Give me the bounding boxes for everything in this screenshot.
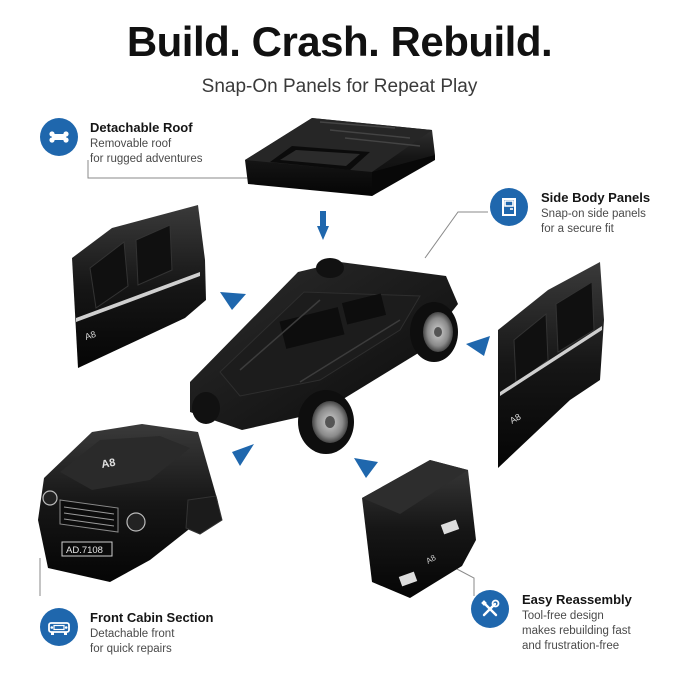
side-desc-line1: Snap-on side panels xyxy=(541,208,646,220)
reassembly-leader xyxy=(454,567,475,596)
page-subtitle: Snap-On Panels for Repeat Play xyxy=(201,76,478,97)
left-door-badge: A8 xyxy=(84,329,98,342)
side-title: Side Body Panels xyxy=(541,190,651,205)
right-door-badge: A8 xyxy=(508,412,523,426)
right-door-part: A8 xyxy=(498,262,604,468)
roof-desc-line1: Removable roof xyxy=(90,138,172,150)
roof-part xyxy=(245,118,435,196)
reassembly-desc-line1: Tool-free design xyxy=(522,610,604,622)
front-cabin-part: A8 AD.7108 xyxy=(38,424,223,582)
hood-badge: A8 xyxy=(100,457,116,471)
front-desc-line2: for quick repairs xyxy=(90,643,172,655)
side-desc-line2: for a secure fit xyxy=(541,223,614,235)
roof-icon xyxy=(40,118,78,156)
reassembly-title: Easy Reassembly xyxy=(522,592,632,607)
arrow-roof-shaft xyxy=(320,211,326,227)
front-desc-line1: Detachable front xyxy=(90,628,175,640)
left-door-part: A8 xyxy=(72,205,206,368)
arrow-roof-down xyxy=(317,226,329,240)
arrow-right-door xyxy=(466,336,490,356)
chassis-part xyxy=(190,258,458,454)
front-title: Front Cabin Section xyxy=(90,610,214,625)
side-leader xyxy=(424,211,488,259)
rear-badge: A8 xyxy=(425,553,438,566)
page-title: Build. Crash. Rebuild. xyxy=(126,18,553,65)
car-front-icon xyxy=(40,608,78,646)
door-panel-icon xyxy=(490,188,528,226)
reassembly-desc-line2: makes rebuilding fast xyxy=(522,625,631,637)
arrow-left-door xyxy=(220,292,246,310)
roof-title: Detachable Roof xyxy=(90,120,193,135)
rear-section-part: A8 xyxy=(362,460,476,598)
roof-desc-line2: for rugged adventures xyxy=(90,153,203,165)
license-plate-text: AD.7108 xyxy=(66,545,103,556)
arrow-front-cabin xyxy=(232,444,254,466)
reassembly-desc-line3: and frustration-free xyxy=(522,640,620,652)
tools-icon xyxy=(471,590,509,628)
license-plate xyxy=(61,541,113,557)
arrow-rear-section xyxy=(354,458,378,478)
